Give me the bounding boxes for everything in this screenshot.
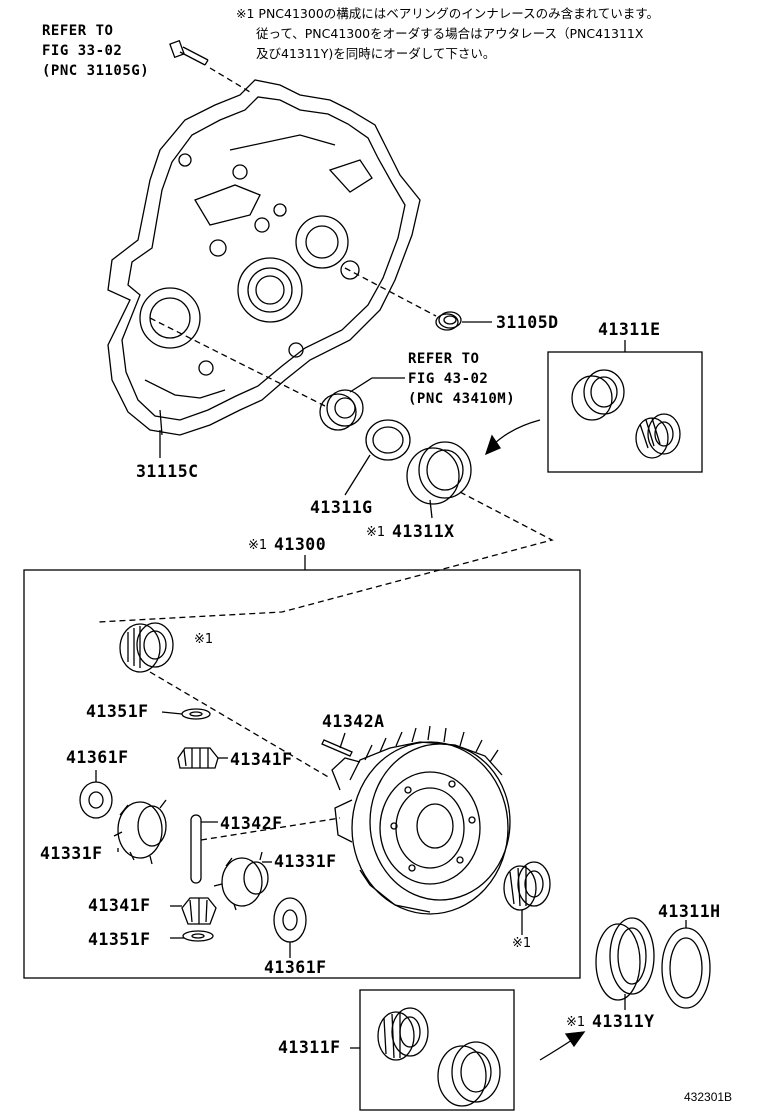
shim-41311h (661, 920, 711, 1009)
part-41331f-left[interactable]: 41331F (40, 844, 103, 863)
part-41351f-bottom[interactable]: 41351F (88, 930, 151, 949)
note-line-1: ※1 PNC41300の構成にはベアリングのインナレースのみ含まれています。 (236, 6, 660, 21)
figure-code: 432301B (684, 1090, 733, 1104)
pinion-shaft-41342f (190, 814, 341, 884)
arrow-41311f (539, 1031, 586, 1061)
pinion-gear-41341f-bottom (170, 897, 217, 925)
bearing-inner-bottom (503, 861, 551, 935)
box-41300 (23, 555, 581, 979)
washer-41351f-top (161, 708, 211, 720)
part-41342a[interactable]: 41342A (322, 712, 385, 731)
pinion-gear-41341f-top (177, 747, 228, 769)
mark-bearing-top: ※1 (194, 632, 214, 647)
note-line-3: 及び41311Y)を同時にオーダして下さい。 (256, 46, 496, 61)
axle-seal-ref (149, 317, 405, 431)
ref-fig33-line1: REFER TO (42, 23, 114, 39)
differential-case-ring-gear (331, 725, 511, 915)
part-31115c[interactable]: 31115C (136, 462, 199, 481)
part-41311f[interactable]: 41311F (278, 1038, 341, 1057)
part-41311g[interactable]: 41311G (310, 498, 373, 517)
mark-bearing-bottom: ※1 (512, 936, 532, 951)
mark-41300: ※1 (248, 538, 268, 553)
part-41311h[interactable]: 41311H (658, 902, 721, 921)
part-41361f-left[interactable]: 41361F (66, 748, 129, 767)
pin-41342a (321, 732, 353, 757)
ref-fig33-line3: (PNC 31105G) (42, 63, 150, 79)
part-41300[interactable]: 41300 (274, 535, 327, 554)
washer-41361f-bottom (273, 897, 307, 958)
part-41351f-top[interactable]: 41351F (86, 702, 149, 721)
shim-41311g (344, 419, 411, 496)
part-41341f-bottom[interactable]: 41341F (88, 896, 151, 915)
ref-fig43-line1: REFER TO (408, 351, 480, 367)
part-41311x[interactable]: 41311X (392, 522, 455, 541)
outer-race-41311y (595, 917, 655, 1010)
outer-race-41311x (97, 441, 554, 623)
washer-41361f-left (79, 770, 113, 819)
ref-fig43-line3: (PNC 43410M) (408, 391, 516, 407)
side-gear-41331f-right (213, 851, 272, 911)
housing-bolt (169, 39, 251, 93)
oil-seal-31105d (344, 267, 492, 331)
washer-41351f-bottom (170, 930, 214, 942)
part-31105d[interactable]: 31105D (496, 313, 559, 332)
box-41311f (350, 989, 515, 1111)
part-41341f-top[interactable]: 41341F (230, 750, 293, 769)
bearing-inner-top (119, 622, 331, 779)
side-gear-41331f-left (113, 799, 167, 865)
note-line-2: 従って、PNC41300をオーダする場合はアウタレース（PNC41311X (256, 26, 644, 41)
ref-fig33-line2[interactable]: FIG 33-02 (42, 43, 123, 59)
arrow-41311e (484, 419, 541, 456)
part-41311y[interactable]: 41311Y (592, 1012, 655, 1031)
mark-41311y: ※1 (566, 1015, 586, 1030)
mark-41311x: ※1 (366, 525, 386, 540)
part-41361f-bottom[interactable]: 41361F (264, 958, 327, 977)
part-41311e[interactable]: 41311E (598, 320, 661, 339)
box-41311e (547, 340, 703, 473)
ref-fig43-line2[interactable]: FIG 43-02 (408, 371, 489, 387)
transaxle-housing-31115c (107, 79, 421, 436)
part-41342f[interactable]: 41342F (220, 814, 283, 833)
part-41331f-right[interactable]: 41331F (274, 852, 337, 871)
